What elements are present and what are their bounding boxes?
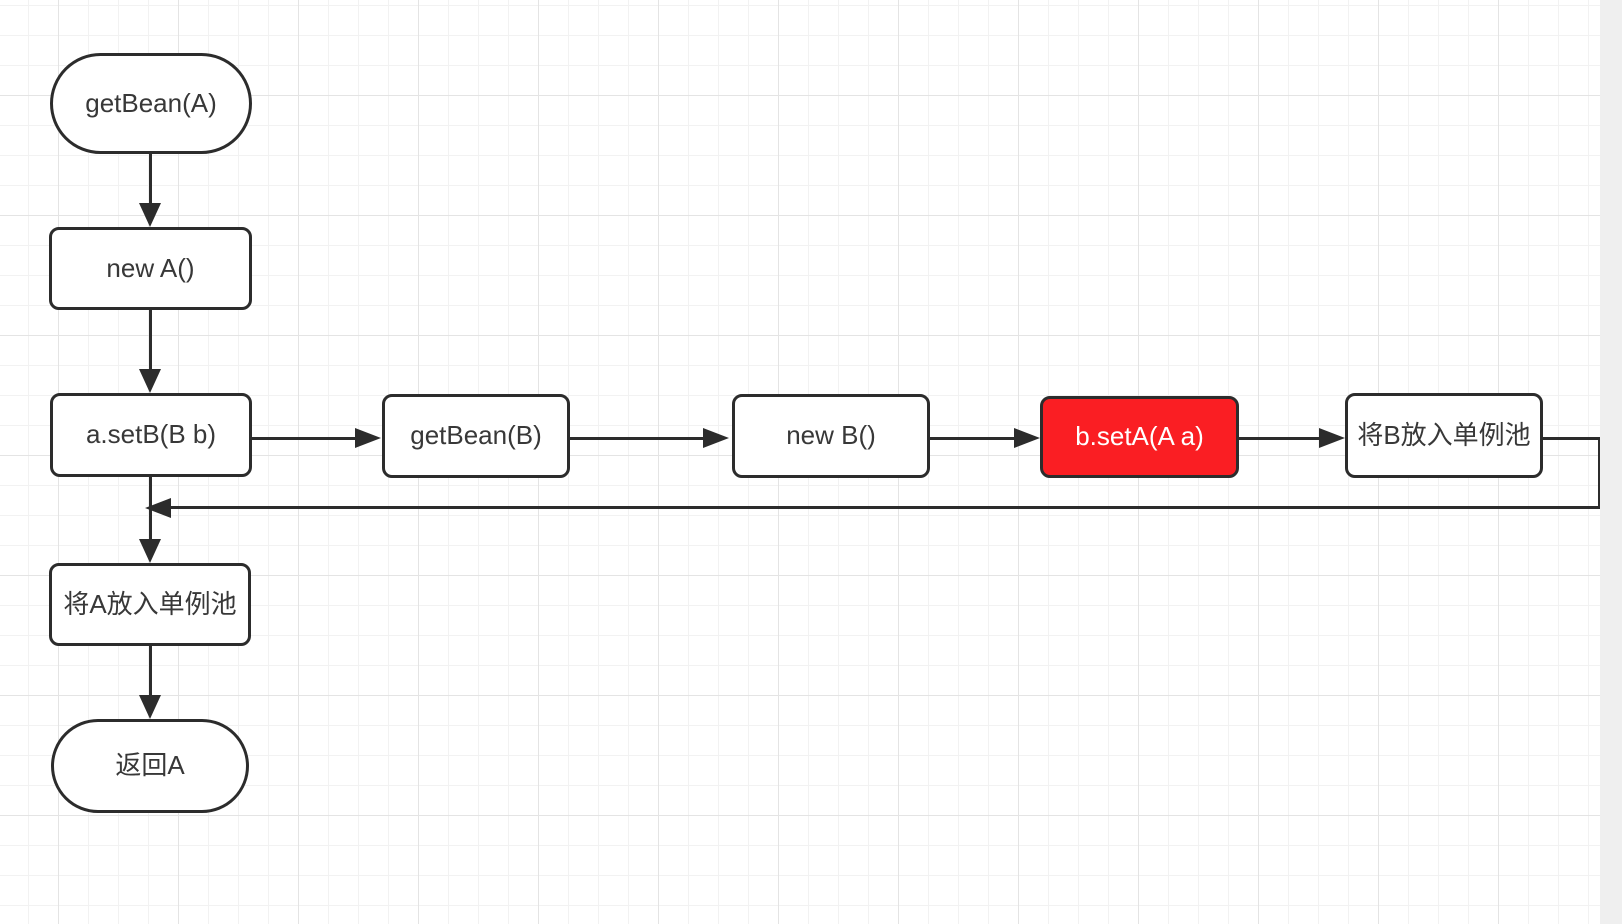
edge-getbeana-newa-line xyxy=(149,154,152,204)
node-label: a.setB(B b) xyxy=(85,419,217,450)
arrowhead-down-icon xyxy=(139,695,161,719)
arrowhead-down-icon xyxy=(139,203,161,227)
arrowhead-right-icon xyxy=(703,428,729,448)
arrowhead-left-icon xyxy=(145,498,171,518)
node-new-a[interactable]: new A() xyxy=(49,227,252,310)
edge-putapool-returna-line xyxy=(149,645,152,697)
node-label: getBean(A) xyxy=(85,87,217,118)
arrowhead-down-icon xyxy=(139,539,161,563)
node-label: getBean(B) xyxy=(410,420,542,451)
arrowhead-right-icon xyxy=(355,428,381,448)
node-label: new A() xyxy=(106,252,195,283)
arrowhead-right-icon xyxy=(1014,428,1040,448)
node-label: b.setA(A a) xyxy=(1075,421,1204,452)
node-label: 将A放入单例池 xyxy=(63,588,237,619)
edge-asetb-getbeanb-line xyxy=(251,437,357,440)
edge-feedback-segment-bottom xyxy=(168,506,1601,509)
edge-feedback-segment-top xyxy=(1542,437,1601,440)
node-return-a[interactable]: 返回A xyxy=(51,719,249,813)
arrowhead-down-icon xyxy=(139,369,161,393)
node-put-b-in-singleton-pool[interactable]: 将B放入单例池 xyxy=(1345,393,1543,478)
node-label: 返回A xyxy=(115,750,185,781)
edge-newb-bseta-line xyxy=(929,437,1016,440)
node-get-bean-a[interactable]: getBean(A) xyxy=(50,53,252,154)
edge-newa-asetb-line xyxy=(149,309,152,371)
edge-bseta-putbpool-line xyxy=(1238,437,1321,440)
node-get-bean-b[interactable]: getBean(B) xyxy=(382,394,570,478)
node-label: new B() xyxy=(786,420,876,451)
node-put-a-in-singleton-pool[interactable]: 将A放入单例池 xyxy=(49,563,251,646)
node-label: 将B放入单例池 xyxy=(1357,419,1531,450)
edge-feedback-segment-right xyxy=(1598,437,1601,509)
node-b-set-a[interactable]: b.setA(A a) xyxy=(1040,396,1239,478)
node-new-b[interactable]: new B() xyxy=(732,394,930,478)
arrowhead-right-icon xyxy=(1319,428,1345,448)
node-a-set-b[interactable]: a.setB(B b) xyxy=(50,393,252,477)
canvas-right-gutter xyxy=(1600,0,1622,924)
edge-getbeanb-newb-line xyxy=(569,437,705,440)
